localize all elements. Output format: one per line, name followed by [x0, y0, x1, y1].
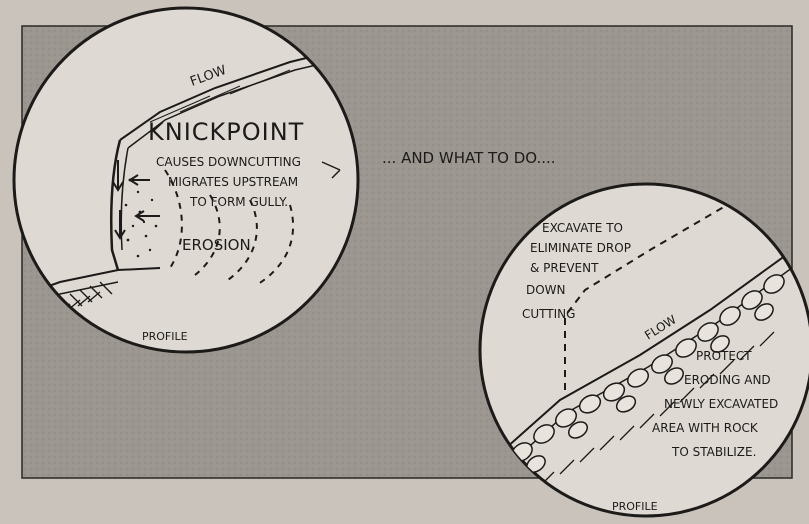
excavate-line-2: ELIMINATE DROP	[530, 241, 631, 255]
protect-line-4: AREA WITH ROCK	[652, 421, 759, 435]
excavate-line-3: & PREVENT	[530, 261, 599, 275]
excavate-line-1: EXCAVATE TO	[542, 221, 623, 235]
protect-line-2: ERODING AND	[684, 373, 771, 387]
and-what-to-do-text: ... AND WHAT TO DO....	[382, 149, 556, 167]
right-profile-label: PROFILE	[612, 500, 658, 513]
excavate-line-4: DOWN	[526, 283, 566, 297]
knickpoint-title: KNICKPOINT	[148, 118, 304, 146]
protect-line-1: PROTECT	[696, 349, 752, 363]
left-profile-label: PROFILE	[142, 330, 188, 343]
protect-line-3: NEWLY EXCAVATED	[664, 397, 778, 411]
excavate-line-5: CUTTING	[522, 307, 575, 321]
knickpoint-caption-3: TO FORM GULLY.	[189, 195, 288, 209]
erosion-label: EROSION	[182, 236, 251, 254]
knickpoint-caption-1: CAUSES DOWNCUTTING	[156, 155, 301, 169]
protect-line-5: TO STABILIZE.	[671, 445, 756, 459]
knickpoint-caption-2: MIGRATES UPSTREAM	[168, 175, 298, 189]
